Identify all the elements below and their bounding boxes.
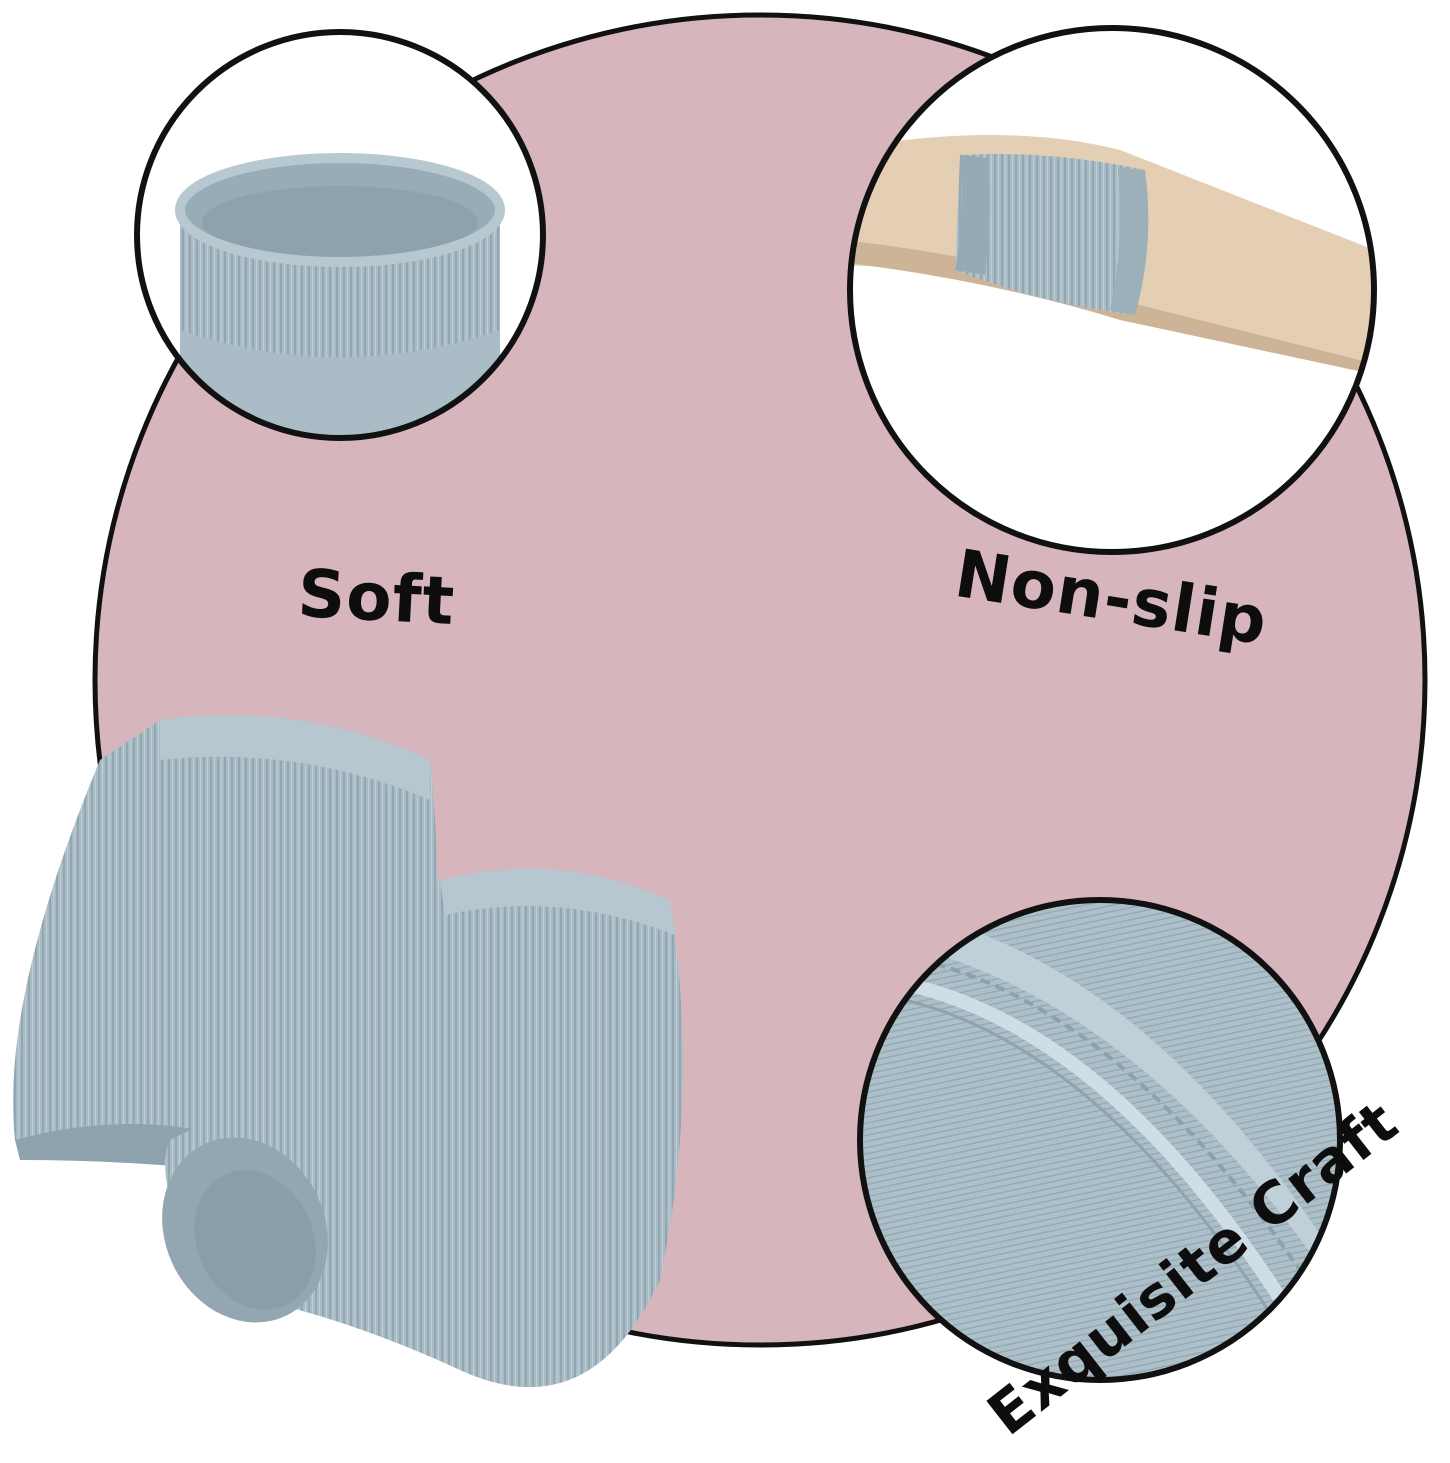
non-slip-arm-icon [847, 25, 1377, 555]
soft-closeup-icon [134, 29, 546, 441]
wristband-pair-icon [13, 715, 683, 1388]
exquisite-craft-closeup-icon [857, 897, 1343, 1383]
soft-label: Soft [295, 555, 457, 641]
